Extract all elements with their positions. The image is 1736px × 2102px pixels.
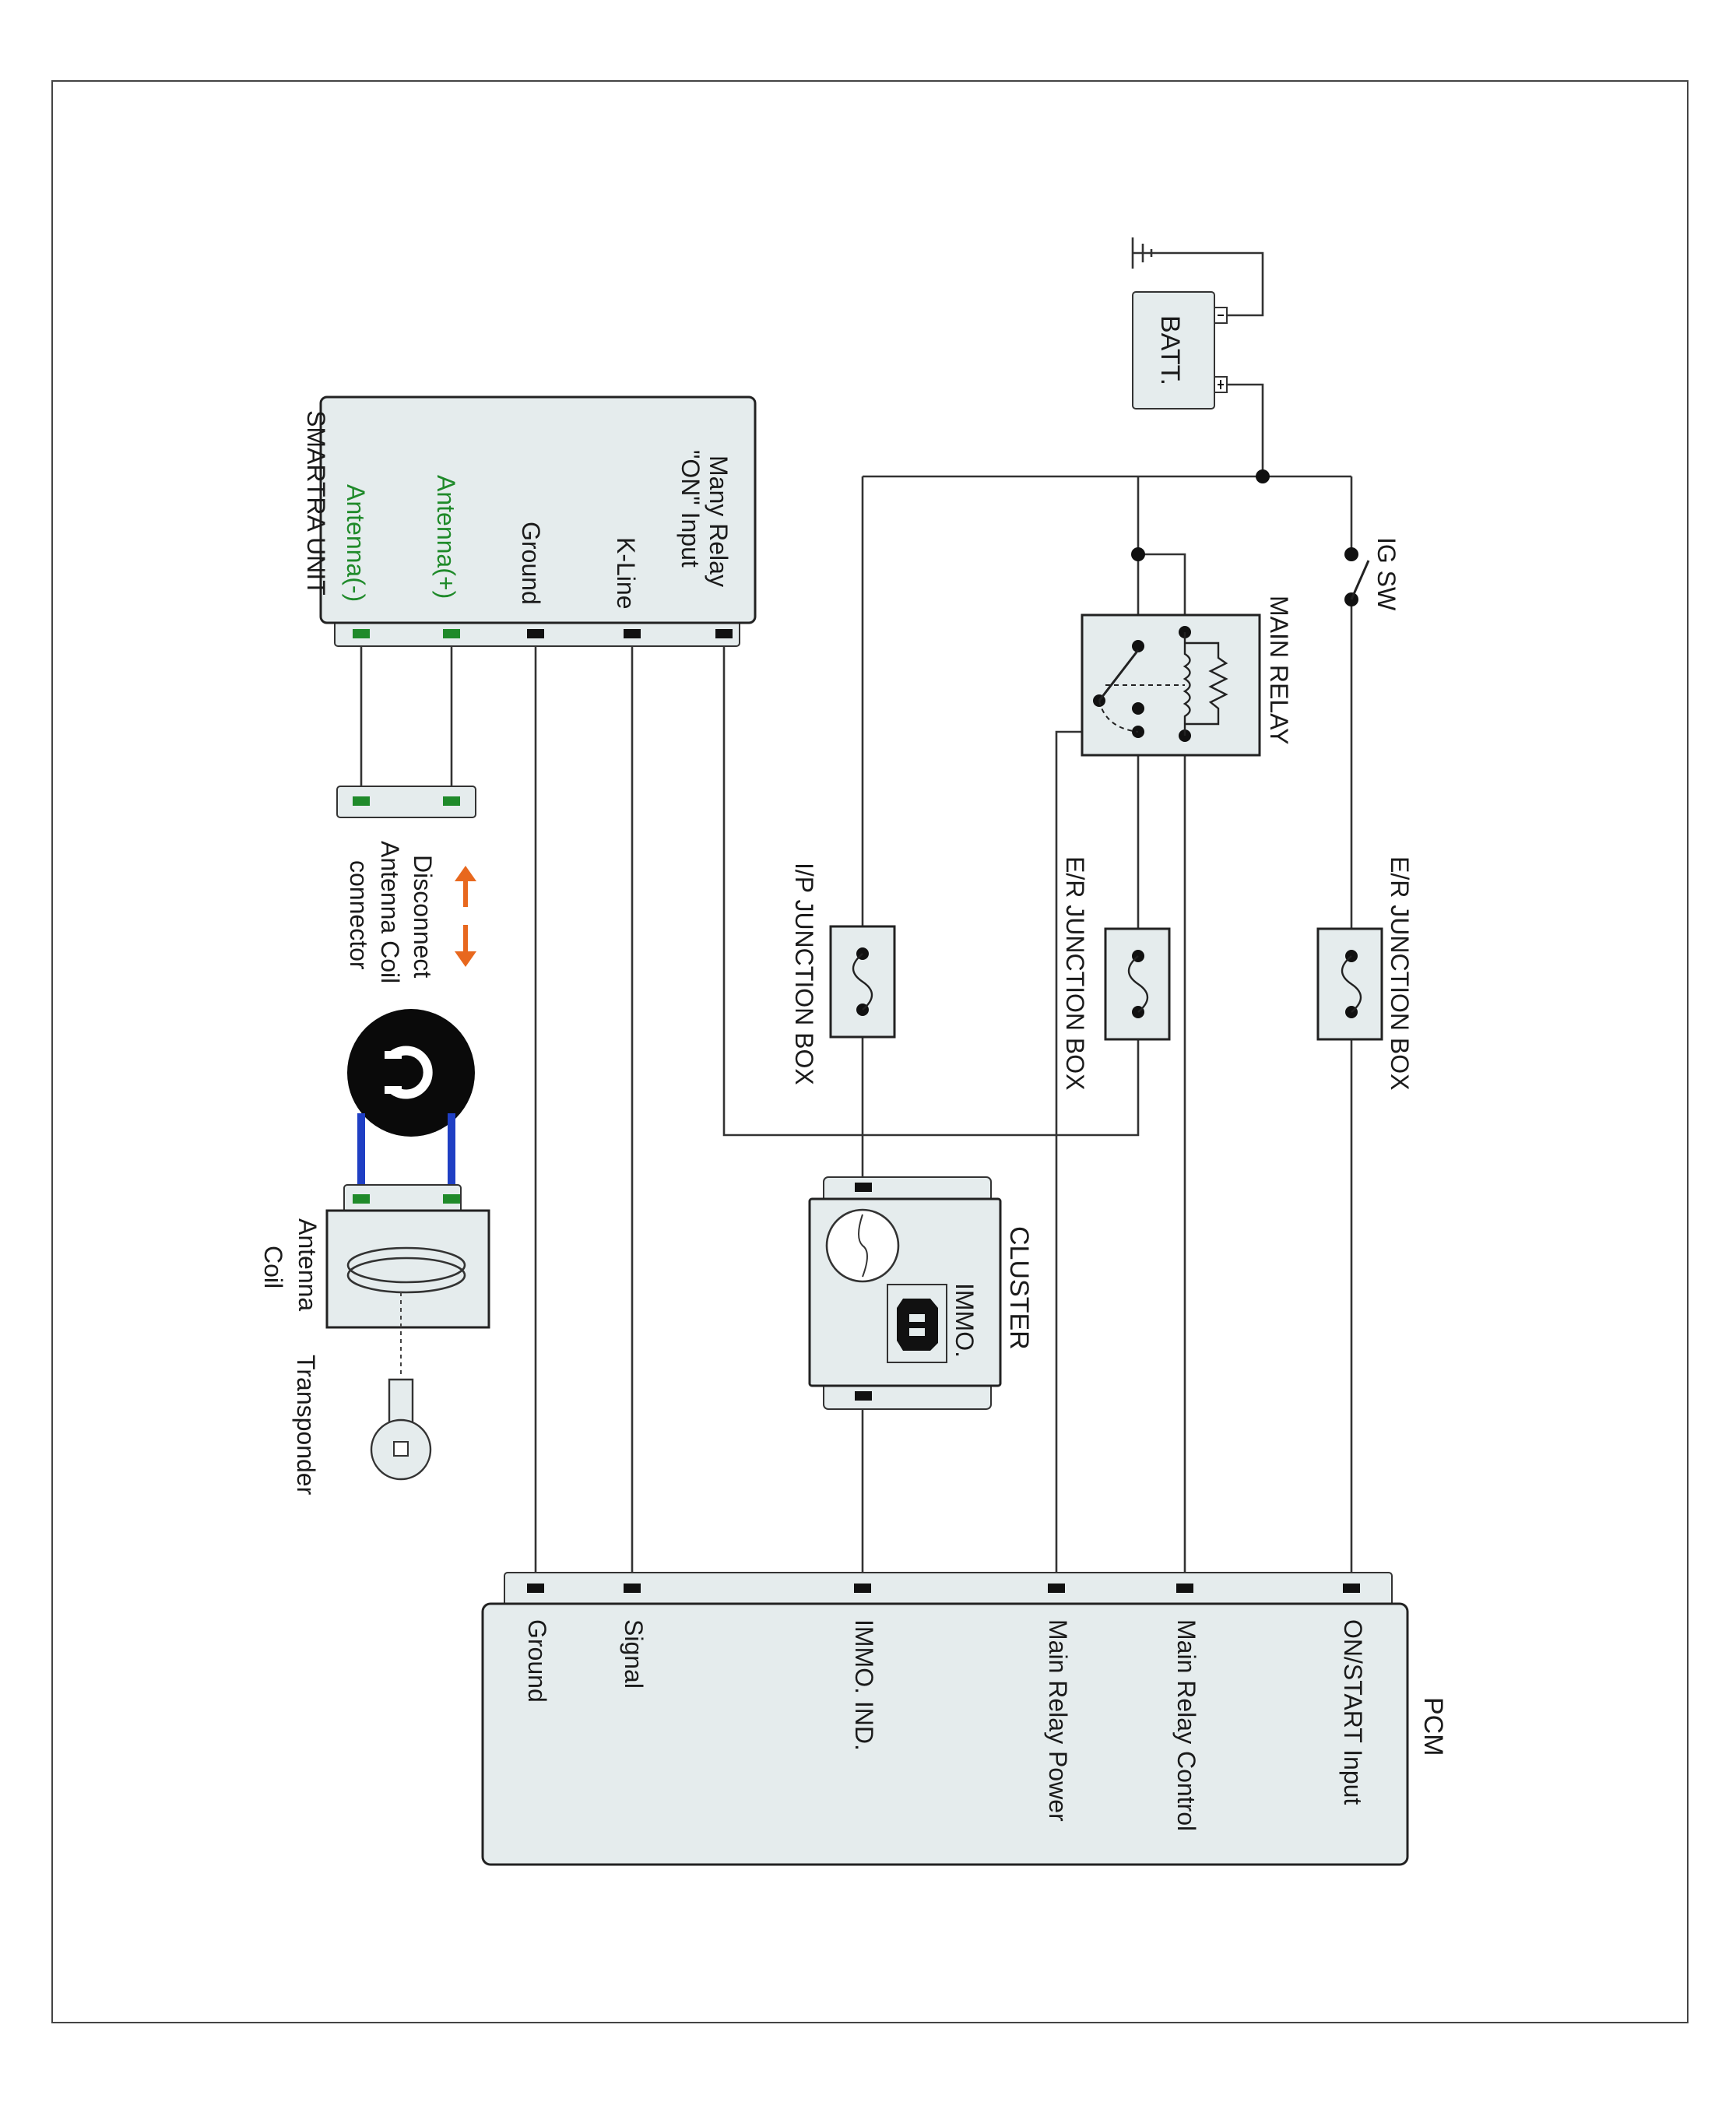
- fuse-icon: [1341, 950, 1362, 1018]
- ig-switch: IG SW: [1344, 537, 1400, 611]
- ip-junction-box: I/P JUNCTION BOX: [790, 863, 896, 1085]
- immobilizer-car-icon: [897, 1299, 938, 1351]
- pcm-pin-signal: [624, 1584, 641, 1593]
- battery: BATT.: [1132, 291, 1228, 410]
- pcm-signal-label: Signal: [620, 1619, 648, 1689]
- smartra-ground-label: Ground: [517, 522, 545, 605]
- key-icon: [370, 1378, 432, 1481]
- magnet-icon: [347, 1009, 475, 1137]
- smartra-body: [319, 395, 757, 624]
- er-junction-box-ig: E/R JUNCTION BOX: [1316, 856, 1414, 1090]
- fuse-icon: [1127, 950, 1149, 1018]
- ip-junction-box-label: I/P JUNCTION BOX: [790, 863, 818, 1085]
- pcm-pin-ground: [527, 1584, 544, 1593]
- er-junction-box-label: E/R JUNCTION BOX: [1061, 856, 1089, 1090]
- smartra-relay-input-label-2: "ON" Input: [676, 450, 705, 568]
- pcm-main-relay-power-label: Main Relay Power: [1044, 1619, 1072, 1822]
- pcm-pin-main-relay-power: [1048, 1584, 1065, 1593]
- pcm-on-start-label: ON/START Input: [1339, 1619, 1367, 1805]
- battery-body: [1132, 291, 1215, 410]
- pcm-immo-ind-label: IMMO. IND.: [850, 1619, 878, 1751]
- smartra-unit-label: SMARTRA UNIT: [302, 410, 330, 596]
- main-relay: MAIN RELAY: [1081, 547, 1293, 757]
- pcm-pin-immo-ind: [854, 1584, 871, 1593]
- pcm-ground-label: Ground: [523, 1619, 551, 1703]
- antenna-coil-icon: [346, 1246, 466, 1294]
- smartra-pin-antenna-minus: [353, 629, 370, 638]
- smartra-pin-ground: [527, 629, 544, 638]
- smartra-pin-antenna-plus: [443, 629, 460, 638]
- pcm: ON/START Input Main Relay Control Main R…: [481, 1572, 1448, 1866]
- disconnect-note-line-2: Antenna Coil: [376, 841, 404, 983]
- pcm-pin-main-relay-control: [1176, 1584, 1193, 1593]
- pcm-body: [481, 1602, 1409, 1866]
- lamp-icon: [825, 1208, 900, 1283]
- smartra-pin-k-line: [624, 629, 641, 638]
- pcm-main-relay-control-label: Main Relay Control: [1172, 1619, 1200, 1831]
- ground-symbol-icon: [1131, 237, 1153, 269]
- antenna-coil: Antenna Coil: [259, 1184, 490, 1329]
- cluster-label: CLUSTER: [1004, 1226, 1034, 1350]
- smartra-relay-input-label-1: Many Relay: [705, 455, 733, 587]
- antenna-coil-label-1: Antenna: [293, 1218, 322, 1311]
- cluster: IMMO. CLUSTER: [808, 1176, 1034, 1410]
- smartra-k-line-label: K-Line: [612, 537, 640, 610]
- disconnect-arrow-icon: [455, 866, 476, 967]
- disconnect-note-line-3: connector: [345, 860, 373, 970]
- relay-coil-icon: [1183, 632, 1228, 736]
- battery-label: BATT.: [1155, 315, 1185, 385]
- connector-half: [336, 786, 476, 818]
- immo-label: IMMO.: [951, 1283, 979, 1358]
- disconnect-note-line-1: Disconnect: [409, 855, 437, 978]
- main-relay-label: MAIN RELAY: [1265, 596, 1293, 744]
- fuse-icon: [852, 947, 873, 1016]
- er-junction-box-relay: E/R JUNCTION BOX: [1061, 856, 1171, 1090]
- smartra-pin-relay-input: [715, 629, 733, 638]
- smartra-unit: Many Relay "ON" Input K-Line Ground Ante…: [302, 395, 757, 647]
- smartra-antenna-minus-label: Antenna(-): [342, 484, 370, 602]
- pcm-label: PCM: [1418, 1697, 1448, 1756]
- transponder-label: Transponder: [292, 1355, 320, 1496]
- ig-sw-label: IG SW: [1372, 537, 1400, 611]
- er-junction-box-label: E/R JUNCTION BOX: [1386, 856, 1414, 1090]
- smartra-antenna-plus-label: Antenna(+): [432, 475, 460, 599]
- antenna-coil-label-2: Coil: [259, 1246, 287, 1288]
- antenna-coil-connector: [336, 786, 476, 818]
- pcm-pin-on-start: [1343, 1584, 1360, 1593]
- junction-dot: [1256, 469, 1270, 483]
